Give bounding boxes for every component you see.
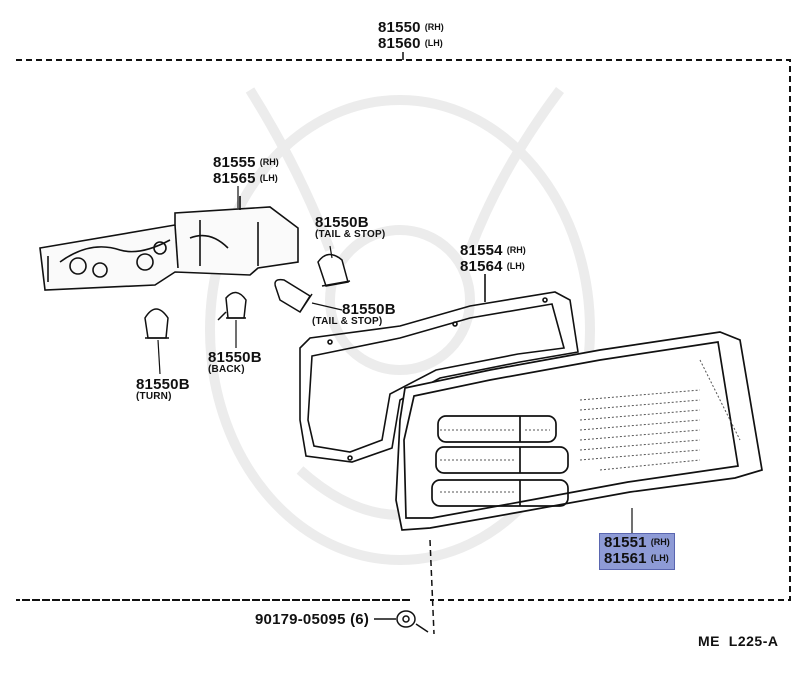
part-number-gasket-lh: 81564 — [460, 258, 503, 275]
side-lh: (LH) — [259, 173, 278, 183]
part-number-socket-rh: 81555 — [213, 154, 256, 171]
assembly-boundary — [16, 59, 791, 601]
part-number-bulb: 81550B — [136, 376, 190, 393]
socket-harness-drawing — [39, 196, 299, 291]
part-number-lens-lh: 81561 — [604, 550, 647, 567]
gasket-callout: 81554(RH) 81564(LH) — [460, 243, 526, 275]
bulb-back-callout: 81550B (BACK) — [208, 350, 262, 375]
part-number-bulb: 81550B — [342, 301, 396, 318]
bulb-drawings — [144, 253, 351, 339]
side-lh: (LH) — [424, 38, 443, 48]
diagram-code: ME L225-A — [698, 633, 779, 649]
lens-texture — [440, 359, 741, 493]
side-rh: (RH) — [424, 22, 444, 32]
part-number-assembly-lh: 81560 — [378, 35, 421, 52]
part-number-gasket-rh: 81554 — [460, 242, 503, 259]
bulb-tail-lower-callout: 81550B (TAIL & STOP) — [312, 302, 396, 327]
part-number-nut: 90179-05095 — [255, 611, 346, 628]
bulb-tail-upper-callout: 81550B (TAIL & STOP) — [315, 215, 385, 240]
part-number-bulb: 81550B — [208, 349, 262, 366]
nut-drawing — [374, 539, 435, 635]
side-rh: (RH) — [650, 537, 670, 547]
bulb-turn-callout: 81550B (TURN) — [136, 377, 190, 402]
bulb-leaders — [157, 186, 343, 375]
nut-quantity: (6) — [350, 611, 370, 628]
side-lh: (LH) — [650, 553, 669, 563]
part-number-socket-lh: 81565 — [213, 170, 256, 187]
socket-callout: 81555(RH) 81565(LH) — [213, 155, 279, 187]
lens-callout-highlighted[interactable]: 81551(RH) 81561(LH) — [599, 533, 675, 570]
side-rh: (RH) — [259, 157, 279, 167]
gasket-drawing — [299, 274, 579, 463]
bulb-usage-note: (TAIL & STOP) — [315, 229, 386, 240]
lens-drawing — [395, 331, 763, 531]
bulb-usage-note: (TURN) — [136, 391, 172, 402]
bulb-usage-note: (BACK) — [208, 364, 245, 375]
side-lh: (LH) — [506, 261, 525, 271]
nut-callout: 90179-05095 (6) — [255, 612, 369, 628]
assembly-callout: 81550(RH) 81560(LH) — [378, 20, 444, 52]
side-rh: (RH) — [506, 245, 526, 255]
part-number-bulb: 81550B — [315, 214, 369, 231]
part-number-lens-rh: 81551 — [604, 534, 647, 551]
bulb-usage-note: (TAIL & STOP) — [312, 316, 383, 327]
part-number-assembly-rh: 81550 — [378, 19, 421, 36]
